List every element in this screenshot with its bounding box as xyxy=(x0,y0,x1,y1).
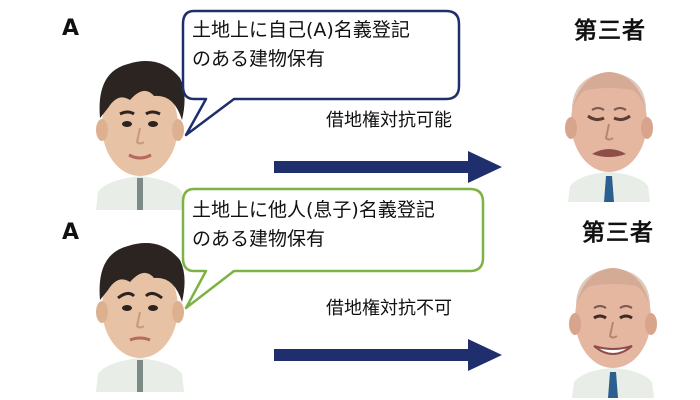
party-label-a-row2: A xyxy=(62,220,80,245)
result-label-row2: 借地権対抗不可 xyxy=(326,298,452,319)
speech-bubble-row1 xyxy=(181,9,461,137)
result-label-row1: 借地権対抗可能 xyxy=(326,110,452,131)
bubble-line2-row2: のある建物保有 xyxy=(192,228,326,250)
speech-bubble-row2 xyxy=(181,187,485,310)
third-party-avatar-smiling xyxy=(569,268,657,398)
party-label-a-row1: A xyxy=(62,16,80,41)
third-party-label-row1: 第三者 xyxy=(574,18,646,44)
bubble-line1-row1: 土地上に自己(A)名義登記 xyxy=(192,19,410,41)
bubble-text-row2: 土地上に他人(息子)名義登記 のある建物保有 xyxy=(192,196,435,254)
third-party-avatar-grimacing xyxy=(565,72,653,202)
bubble-line2-row1: のある建物保有 xyxy=(192,48,326,70)
person-a-avatar-row1 xyxy=(96,61,185,210)
arrow-icon-row1 xyxy=(274,151,502,183)
person-a-avatar-row2 xyxy=(96,243,185,392)
third-party-label-row2: 第三者 xyxy=(582,220,654,246)
arrow-icon-row2 xyxy=(274,339,502,371)
bubble-line1-row2: 土地上に他人(息子)名義登記 xyxy=(192,199,435,221)
bubble-text-row1: 土地上に自己(A)名義登記 のある建物保有 xyxy=(192,16,410,74)
